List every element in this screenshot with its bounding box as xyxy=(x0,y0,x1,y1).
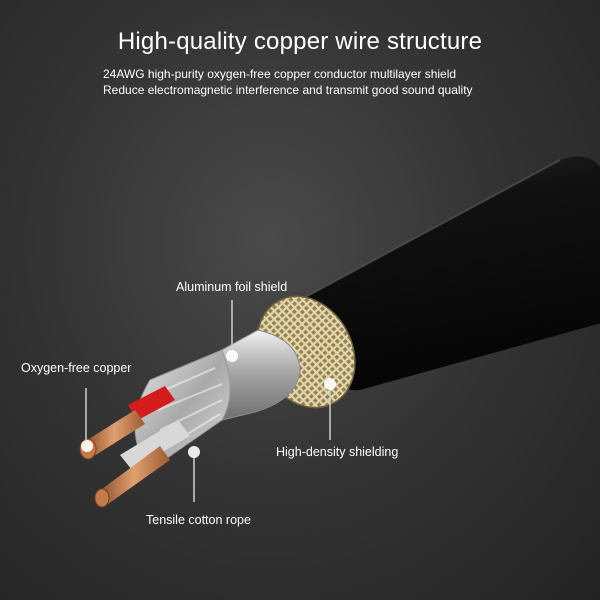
white-conductor-insulation xyxy=(120,420,190,470)
label-tensile-cotton-rope: Tensile cotton rope xyxy=(146,513,251,527)
page-title: High-quality copper wire structure xyxy=(117,28,483,55)
cable-jacket xyxy=(300,156,600,391)
red-conductor-insulation xyxy=(128,386,175,420)
callout-dot-foil xyxy=(226,350,238,362)
callout-dot-copper xyxy=(81,440,93,452)
subtitle-line-2: Reduce electromagnetic interference and … xyxy=(103,83,473,97)
label-high-density-shielding: High-density shielding xyxy=(276,445,399,459)
callout-dot-shielding xyxy=(324,378,336,390)
label-oxygen-free-copper: Oxygen-free copper xyxy=(21,361,132,375)
copper-conductor-upper xyxy=(84,410,145,456)
copper-conductor-lower xyxy=(98,446,170,504)
callout-dot-rope xyxy=(188,446,200,458)
subtitle-line-1: 24AWG high-purity oxygen-free copper con… xyxy=(103,67,457,81)
label-aluminum-foil-shield: Aluminum foil shield xyxy=(176,280,288,294)
